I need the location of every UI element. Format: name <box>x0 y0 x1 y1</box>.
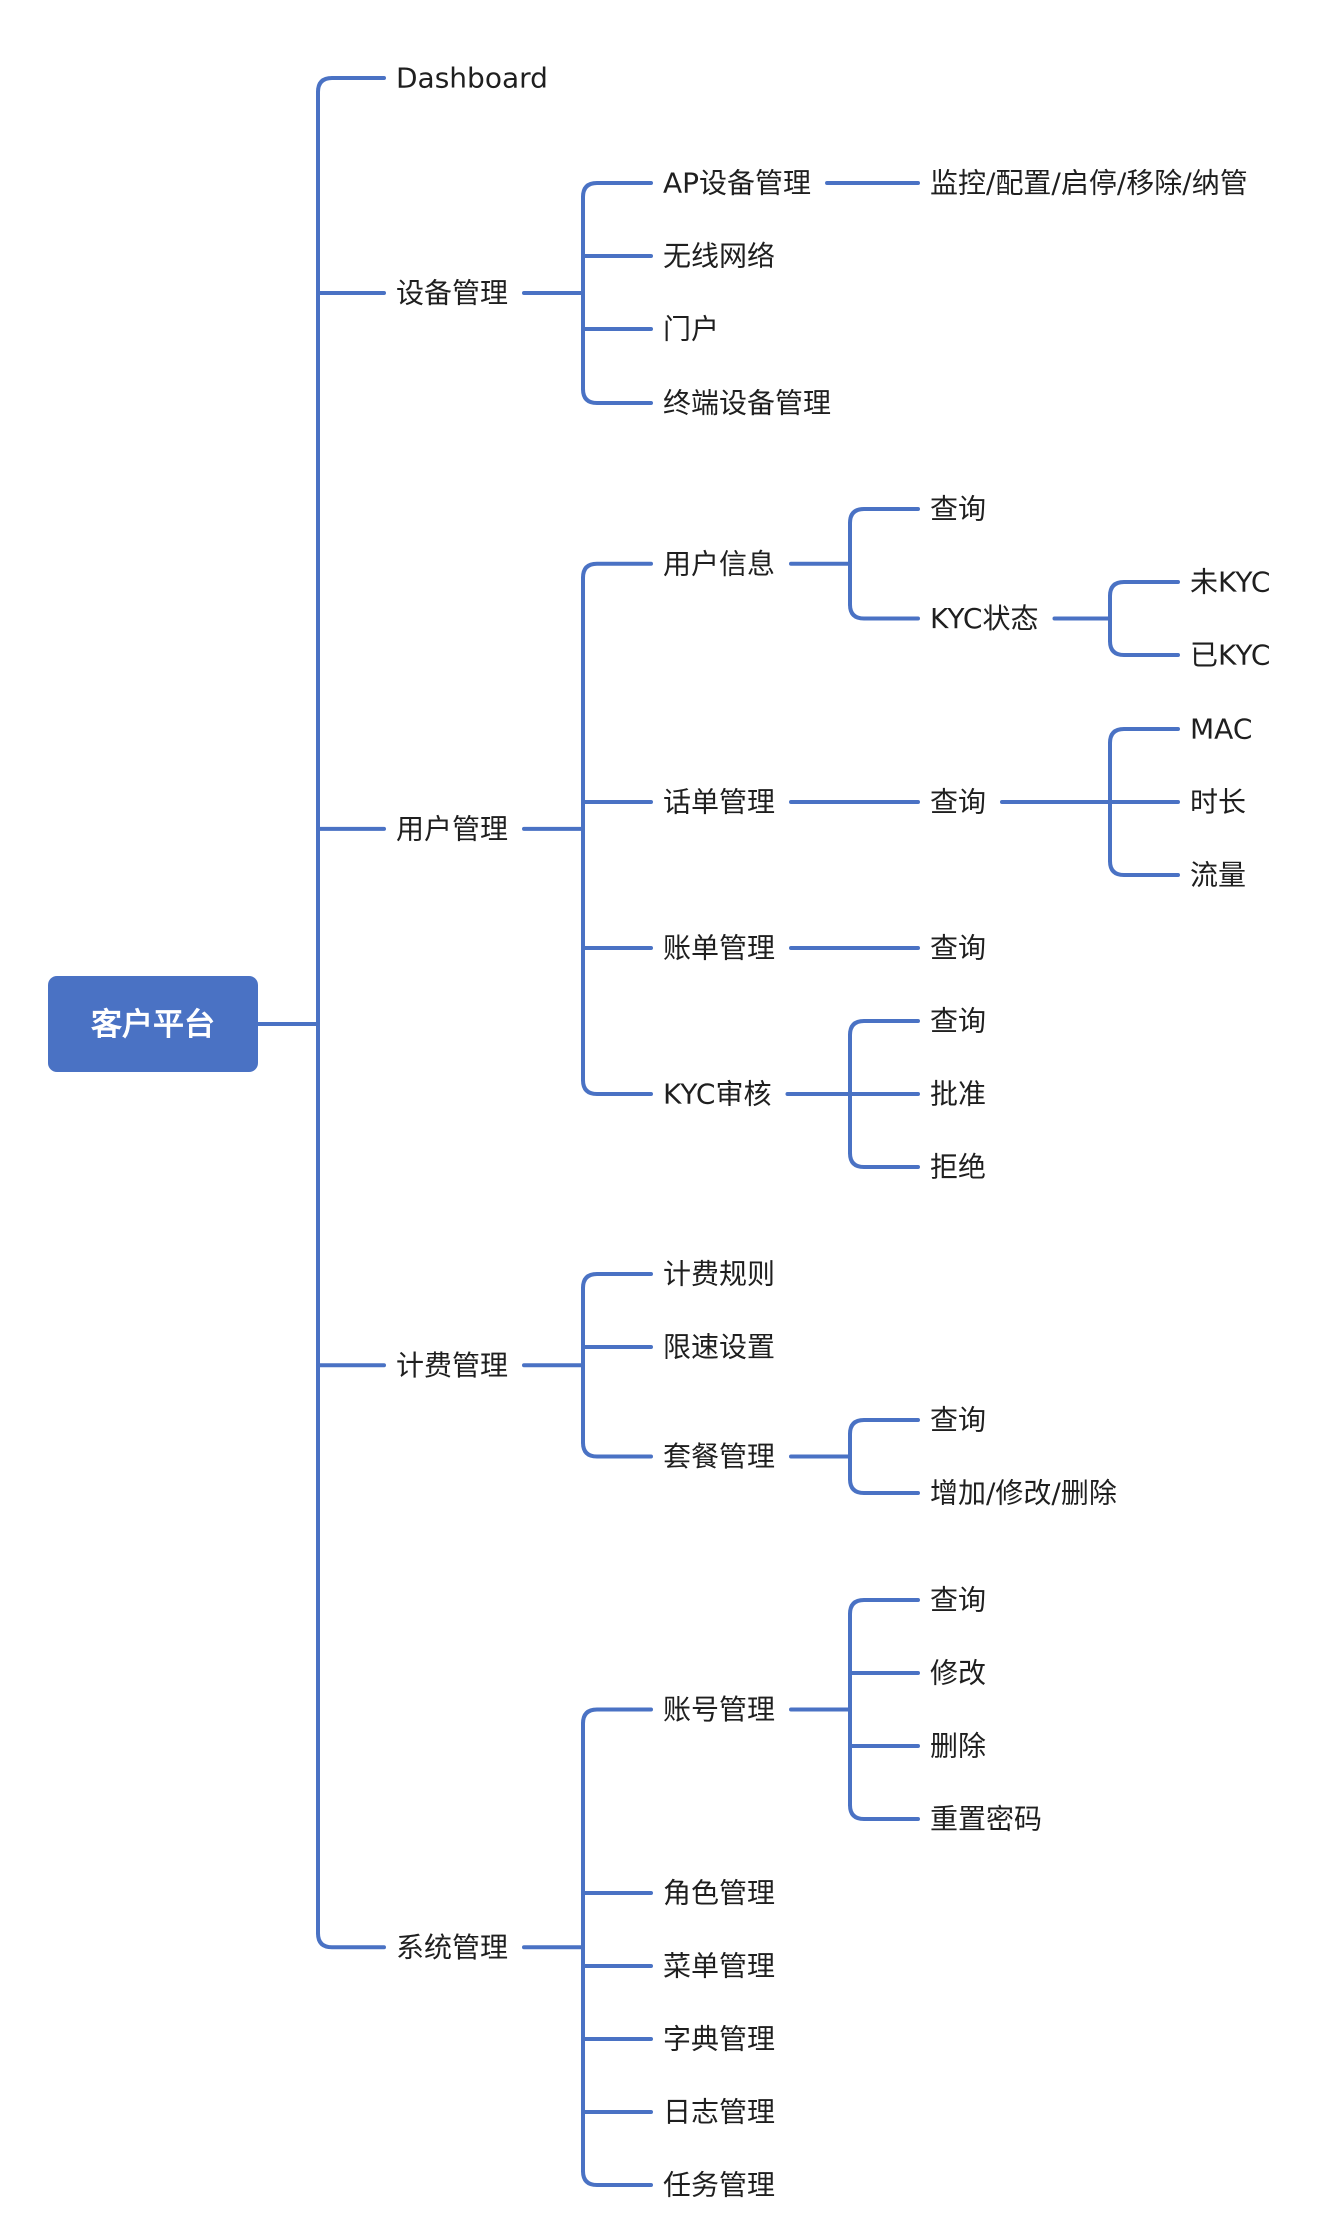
node-91cd7f6e5bc67801: 重置密码 <box>930 1803 1042 1836</box>
connector-595799107ba17406-branch-0 <box>848 1418 920 1436</box>
node-4fee6539: 修改 <box>930 1657 986 1690</box>
node-7ec87aef8bbe59077ba17406: 终端设备管理 <box>663 387 831 420</box>
connector-4b594372b66001-branch-1 <box>1108 639 1180 657</box>
root-node-label: 客户平台 <box>91 1007 215 1043</box>
connector-8bbe59077ba17406-branch-0 <box>581 181 653 199</box>
node-8ba18d3989c45219: 计费规则 <box>663 1258 775 1291</box>
node-9650901f8bbe7f6e: 限速设置 <box>663 1331 775 1364</box>
node-4efb52a17ba17406: 任务管理 <box>663 2169 775 2202</box>
node-41508bbe59077ba17406: AP设备管理 <box>663 167 811 200</box>
node-6d4191cf: 流量 <box>1190 859 1246 892</box>
root-node-box <box>48 976 258 1072</box>
connector-4b59435ba16838-branch-0 <box>848 1019 920 1037</box>
connector-8d2653f77ba17406-branch-0 <box>848 1598 920 1616</box>
node-4b59435ba16838: KYC审核 <box>663 1078 772 1111</box>
connector-4b59435ba16838-branch-2 <box>848 1151 920 1169</box>
node-752862374fe1606f: 用户信息 <box>663 547 775 580</box>
node-67e58be2: 查询 <box>930 1404 986 1437</box>
node-65e55fd77ba17406: 日志管理 <box>663 2096 775 2129</box>
node-52209664: 删除 <box>930 1730 986 1763</box>
node-4b594372b66001: KYC状态 <box>930 602 1039 635</box>
connector-8ba18d397ba17406-branch-2 <box>581 1440 653 1459</box>
node-595799107ba17406: 套餐管理 <box>663 1440 775 1473</box>
connector-7cfb7edf7ba17406-branch-0 <box>581 1707 653 1726</box>
node-67e58be2: 查询 <box>930 932 986 965</box>
connector-752862377ba17406-branch-3 <box>581 1078 653 1096</box>
node-8d2653f77ba17406: 账号管理 <box>663 1693 775 1726</box>
connector-67e58be2-branch-0 <box>1108 727 1180 745</box>
mindmap-nodes: 客户平台 Dashboard 设备管理 AP设备管理 监控/配置/启停/移除/纳管无线… <box>48 62 1271 2202</box>
node-89d282727ba17406: 角色管理 <box>663 1877 775 1910</box>
node-65e07ebf7f517edc: 无线网络 <box>663 240 775 273</box>
node-67e58be2: 查询 <box>930 493 986 526</box>
node-95e86237: 门户 <box>663 313 719 346</box>
connector-lines <box>256 76 1180 2187</box>
node-627951c6: 批准 <box>930 1078 986 1111</box>
node-83dc53557ba17406: 菜单管理 <box>663 1950 775 1983</box>
connector-752862374fe1606f-branch-1 <box>848 602 920 621</box>
connector-595799107ba17406-branch-1 <box>848 1477 920 1495</box>
connector-752862377ba17406-branch-0 <box>581 561 653 580</box>
node-dashboard: Dashboard <box>396 62 548 95</box>
node-7cfb7edf7ba17406: 系统管理 <box>396 1931 508 1964</box>
root-connector-branch-0 <box>316 76 386 94</box>
node-589e52a02f4fee65392f52209664: 增加/修改/删除 <box>930 1477 1117 1510</box>
node-65f6957f: 时长 <box>1190 786 1246 819</box>
connector-8ba18d397ba17406-branch-0 <box>581 1272 653 1290</box>
connector-7cfb7edf7ba17406-branch-5 <box>581 2169 653 2187</box>
node-8bdd53557ba17406: 话单管理 <box>663 786 775 819</box>
node-76d163a72f914d7f6e2f542f505c2f79fb96642f7eb37ba1: 监控/配置/启停/移除/纳管 <box>930 167 1248 200</box>
node-672a4b5943: 未KYC <box>1190 566 1271 599</box>
connector-4b594372b66001-branch-0 <box>1108 580 1180 598</box>
node-67e58be2: 查询 <box>930 1584 986 1617</box>
connector-67e58be2-branch-2 <box>1108 859 1180 877</box>
node-5df24b5943: 已KYC <box>1190 639 1271 672</box>
connector-8bbe59077ba17406-branch-3 <box>581 387 653 405</box>
connector-752862374fe1606f-branch-0 <box>848 507 920 525</box>
node-8ba18d397ba17406: 计费管理 <box>396 1349 508 1382</box>
node-5b5751787ba17406: 字典管理 <box>663 2023 775 2056</box>
node-62d27edd: 拒绝 <box>930 1151 986 1184</box>
root-connector-branch-4 <box>316 1931 386 1950</box>
node-67e58be2: 查询 <box>930 1005 986 1038</box>
connector-8d2653f77ba17406-branch-3 <box>848 1803 920 1821</box>
node-67e58be2: 查询 <box>930 786 986 819</box>
node-8d2653557ba17406: 账单管理 <box>663 932 775 965</box>
node-8bbe59077ba17406: 设备管理 <box>396 277 508 310</box>
node-752862377ba17406: 用户管理 <box>396 812 508 845</box>
node-4d4143: MAC <box>1190 713 1252 746</box>
